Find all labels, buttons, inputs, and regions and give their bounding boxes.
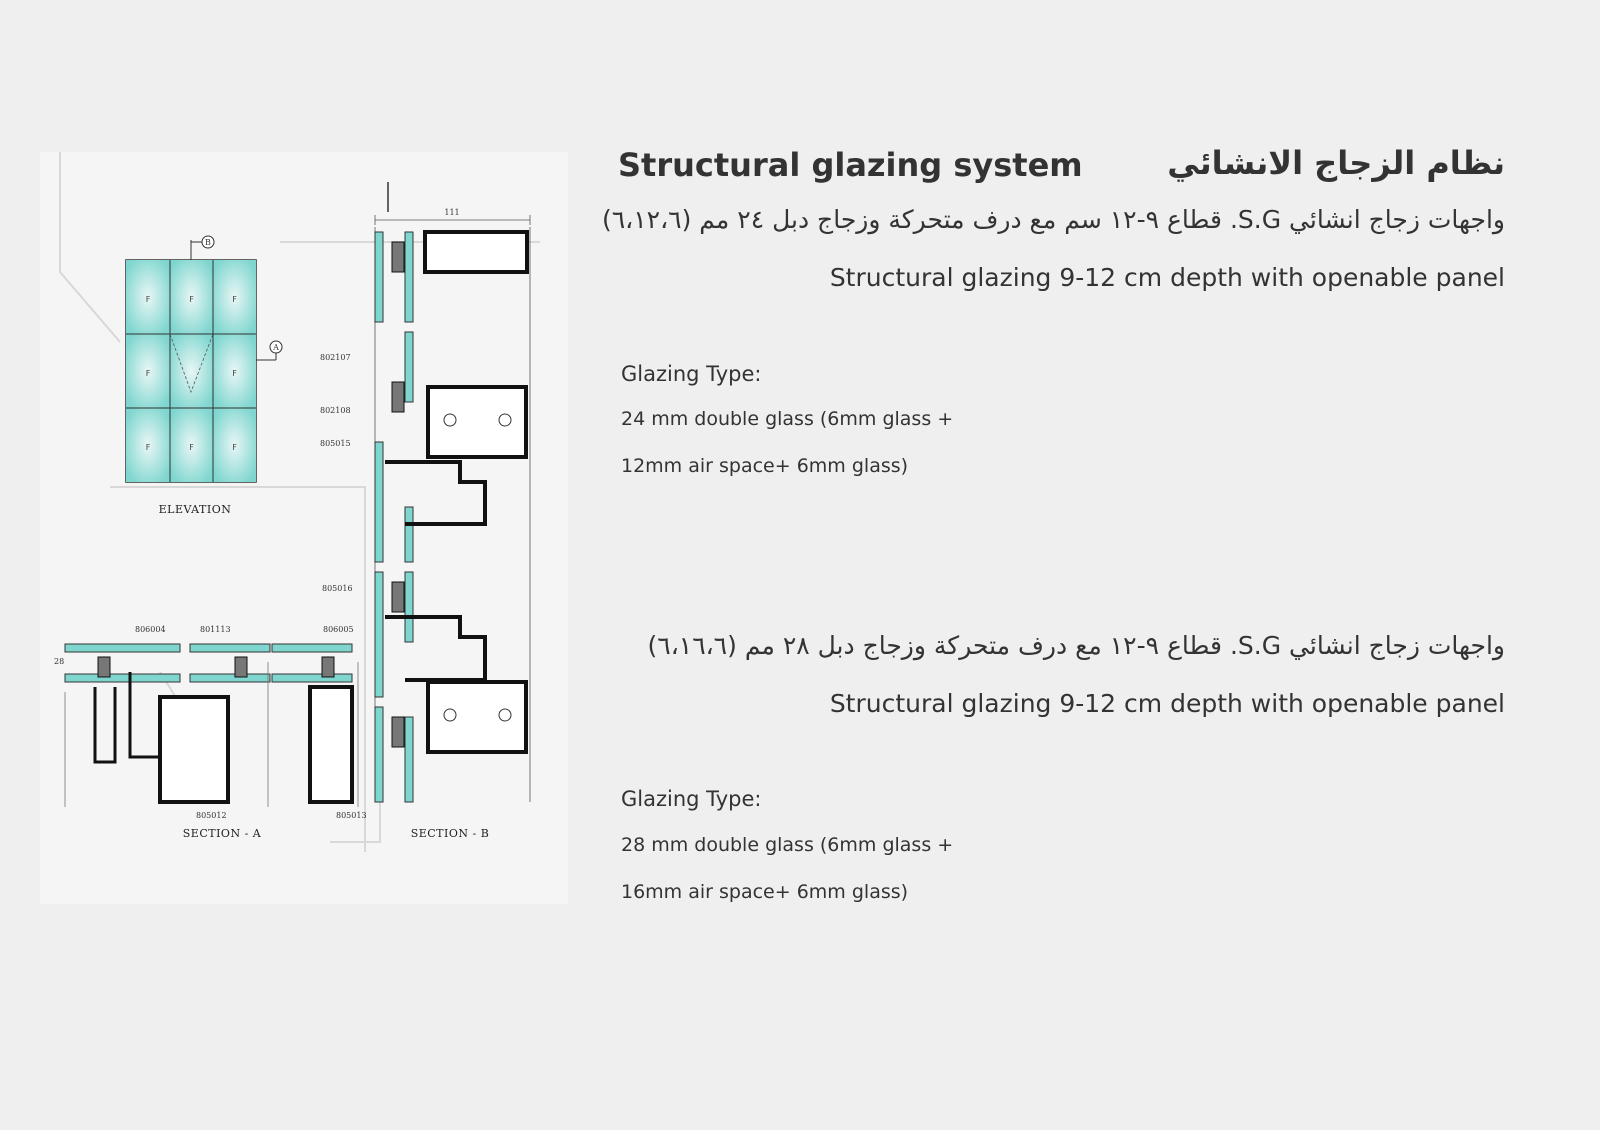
technical-drawing: F F F F F F F F B A ELEVATION 111 [40,152,568,904]
code-802107: 802107 [320,353,351,362]
elevation-pane [126,408,170,482]
code-805012: 805012 [196,811,227,820]
marker-b-label: B [205,238,211,247]
drawing-svg: F F F F F F F F B A ELEVATION 111 [54,152,540,852]
dimension-height: 28 [54,657,64,666]
pane-label: F [146,369,151,378]
elevation-pane [170,334,213,408]
pane-label: F [232,369,237,378]
pane-label: F [232,443,237,452]
entry-2-glazing-line-1: 28 mm double glass (6mm glass + [621,834,954,856]
pane-label: F [146,295,151,304]
pane-label: F [189,443,194,452]
code-802108: 802108 [320,406,351,415]
marker-b [201,235,215,249]
elevation-pane [213,408,256,482]
code-805015: 805015 [320,439,351,448]
elevation-pane [126,260,170,334]
marker-a [269,340,283,354]
elevation-pane [170,260,213,334]
entry-1-arabic-line: واجهات زجاج انشائي S.G. قطاع ٩-١٢ سم مع … [601,205,1505,234]
title-arabic: نظام الزجاج الانشائي [1167,144,1505,182]
entry-1-glazing-line-2: 12mm air space+ 6mm glass) [621,455,909,477]
pane-label: F [189,295,194,304]
elevation-caption: ELEVATION [159,503,232,516]
pane-label: F [146,443,151,452]
elevation-pane [126,334,170,408]
code-806004: 806004 [135,625,166,634]
section-a-caption: SECTION - A [183,827,262,840]
entry-1-glazing-label: Glazing Type: [621,362,762,386]
code-805016: 805016 [322,584,353,593]
entry-2-glazing-line-2: 16mm air space+ 6mm glass) [621,881,909,903]
title-english: Structural glazing system [618,146,1083,184]
elevation-pane [170,408,213,482]
marker-a-label: A [272,343,279,352]
dimension-depth: 111 [444,208,459,217]
section-b-caption: SECTION - B [411,827,490,840]
elevation-view: F F F F F F F F B A ELEVATION [125,235,283,516]
entry-1-glazing-line-1: 24 mm double glass (6mm glass + [621,408,954,430]
code-806005: 806005 [323,625,354,634]
code-805013: 805013 [336,811,367,820]
entry-2-english-line: Structural glazing 9-12 cm depth with op… [829,689,1505,718]
elevation-pane [213,260,256,334]
entry-1-english-line: Structural glazing 9-12 cm depth with op… [829,263,1505,292]
section-a-view: 28 806004 801113 806005 805012 805013 SE… [54,625,367,840]
code-801113: 801113 [200,625,231,634]
pane-label: F [232,295,237,304]
entry-2-arabic-line: واجهات زجاج انشائي S.G. قطاع ٩-١٢ مع درف… [647,631,1506,660]
entry-2-glazing-label: Glazing Type: [621,787,762,811]
section-b-view: 111 [320,182,531,840]
elevation-panes: F F F F F F F F [126,260,256,482]
elevation-pane [213,334,256,408]
